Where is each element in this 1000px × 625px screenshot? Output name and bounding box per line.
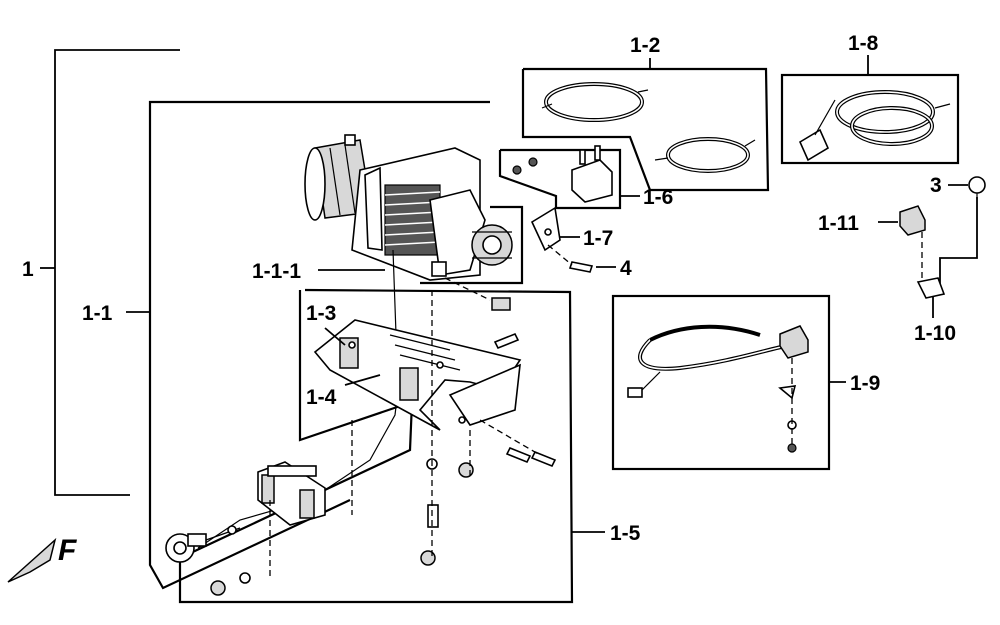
- callout-1-1: 1-1: [82, 302, 113, 325]
- mount-plate: [313, 319, 522, 431]
- cable-set-1-2: [541, 82, 756, 173]
- callout-1-11: 1-11: [818, 212, 859, 235]
- callout-1-9: 1-9: [850, 372, 880, 395]
- bracket-1-7: [530, 206, 594, 273]
- callout-1-8: 1-8: [848, 32, 879, 55]
- box-winch-drum: [318, 205, 524, 285]
- clip-1-10: [916, 277, 946, 299]
- callout-1-5: 1-5: [610, 522, 641, 545]
- callout-1: 1: [22, 258, 34, 281]
- switch-1-11: [899, 205, 926, 236]
- callout-1-10: 1-10: [914, 322, 956, 345]
- callout-1-3: 1-3: [306, 302, 336, 325]
- box-1-9: [611, 294, 846, 471]
- callout-1-1-1: 1-1-1: [252, 260, 301, 283]
- hardware-bolts: [210, 277, 557, 596]
- linkage-right: [878, 197, 978, 318]
- cable-set-1-8: [798, 90, 951, 162]
- callout-1-6: 1-6: [643, 186, 673, 209]
- callout-1-2: 1-2: [630, 34, 660, 57]
- box-1-6: [498, 148, 640, 210]
- box-1-2: [521, 58, 770, 192]
- winch-drum: [351, 147, 513, 281]
- harness-1-9: [627, 324, 809, 453]
- callout-4: 4: [620, 257, 632, 280]
- winch-hook: [165, 525, 241, 563]
- callout-3: 3: [930, 174, 942, 197]
- roller-fairlead: [257, 461, 326, 526]
- box-1-8: [780, 55, 960, 165]
- callout-1-4: 1-4: [306, 386, 337, 409]
- callout-1-7: 1-7: [583, 227, 613, 250]
- direction-arrow-icon: F: [7, 534, 77, 583]
- callout-labels: 1 1-1 1-1-1 1-2 1-3 1-4 1-5 1-6 1-7 1-8 …: [22, 32, 956, 545]
- relay-1-6: [512, 145, 613, 203]
- screw-3: [968, 176, 986, 199]
- bracket-assembly-1: [40, 49, 180, 496]
- direction-mark: F: [58, 534, 77, 567]
- box-1-1: [126, 100, 490, 590]
